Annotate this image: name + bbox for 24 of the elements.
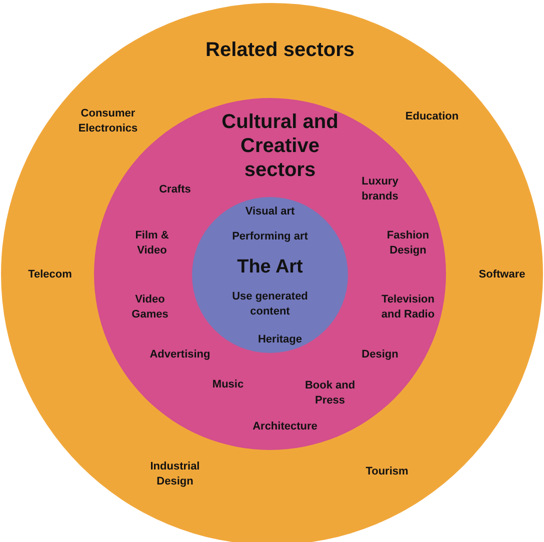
sector-label: Tourism [364, 464, 410, 480]
sector-label: Fashion Design [386, 228, 430, 259]
sector-label: Book and Press [304, 378, 356, 409]
sector-label: Video Games [130, 292, 170, 323]
sector-label: Architecture [252, 419, 318, 434]
sector-label: Film & Video [134, 228, 170, 259]
sector-label: Luxury brands [360, 174, 400, 205]
circle-title: Related sectors [204, 38, 356, 62]
sector-label: Music [211, 377, 245, 392]
sector-label: Crafts [158, 182, 192, 198]
sector-label: Television and Radio [380, 292, 436, 323]
sector-label: Industrial Design [149, 460, 201, 490]
sector-label: Performing art [231, 229, 309, 244]
circle-title: Cultural and Creative sectors [220, 110, 340, 182]
sector-label: Use generated content [231, 290, 309, 320]
circle-title: The Art [236, 256, 304, 280]
sector-label: Advertising [148, 347, 212, 362]
sector-label: Telecom [27, 267, 73, 282]
sector-label: Heritage [256, 332, 304, 348]
sector-label: Consumer Electronics [77, 106, 139, 137]
sector-label: Visual art [244, 204, 296, 220]
sector-label: Education [404, 109, 460, 124]
sector-label: Software [478, 267, 526, 282]
sector-label: Design [360, 347, 400, 362]
